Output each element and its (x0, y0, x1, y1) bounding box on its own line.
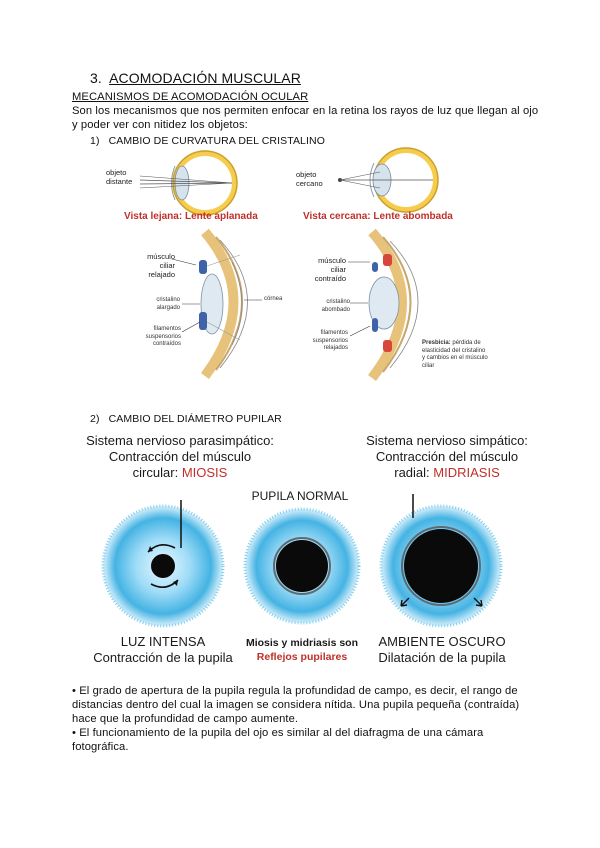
note1-line3: hace que la profundidad de campo aumente… (72, 712, 542, 726)
center-bottom-2: Reflejos pupilares (232, 650, 372, 664)
reflexes-caption: Miosis y midriasis son Reflejos pupilare… (232, 636, 372, 664)
iris-miosis (103, 500, 223, 626)
left-bottom-1: LUZ INTENSA (88, 634, 238, 650)
bright-light-caption: LUZ INTENSA Contracción de la pupila (88, 634, 238, 666)
note2-line2: fotográfica. (72, 740, 542, 754)
note2-line1: • El funcionamiento de la pupila del ojo… (72, 726, 542, 740)
iris-normal (245, 509, 359, 623)
note1-line1: • El grado de apertura de la pupila regu… (72, 684, 542, 698)
right-bottom-1: AMBIENTE OSCURO (362, 634, 522, 650)
iris-midriasis (381, 494, 501, 626)
right-bottom-2: Dilatación de la pupila (362, 650, 522, 666)
left-bottom-2: Contracción de la pupila (88, 650, 238, 666)
center-bottom-1: Miosis y midriasis son (232, 636, 372, 650)
note1-line2: distancias dentro del cual la imagen se … (72, 698, 542, 712)
notes: • El grado de apertura de la pupila regu… (72, 684, 542, 754)
dark-ambient-caption: AMBIENTE OSCURO Dilatación de la pupila (362, 634, 522, 666)
